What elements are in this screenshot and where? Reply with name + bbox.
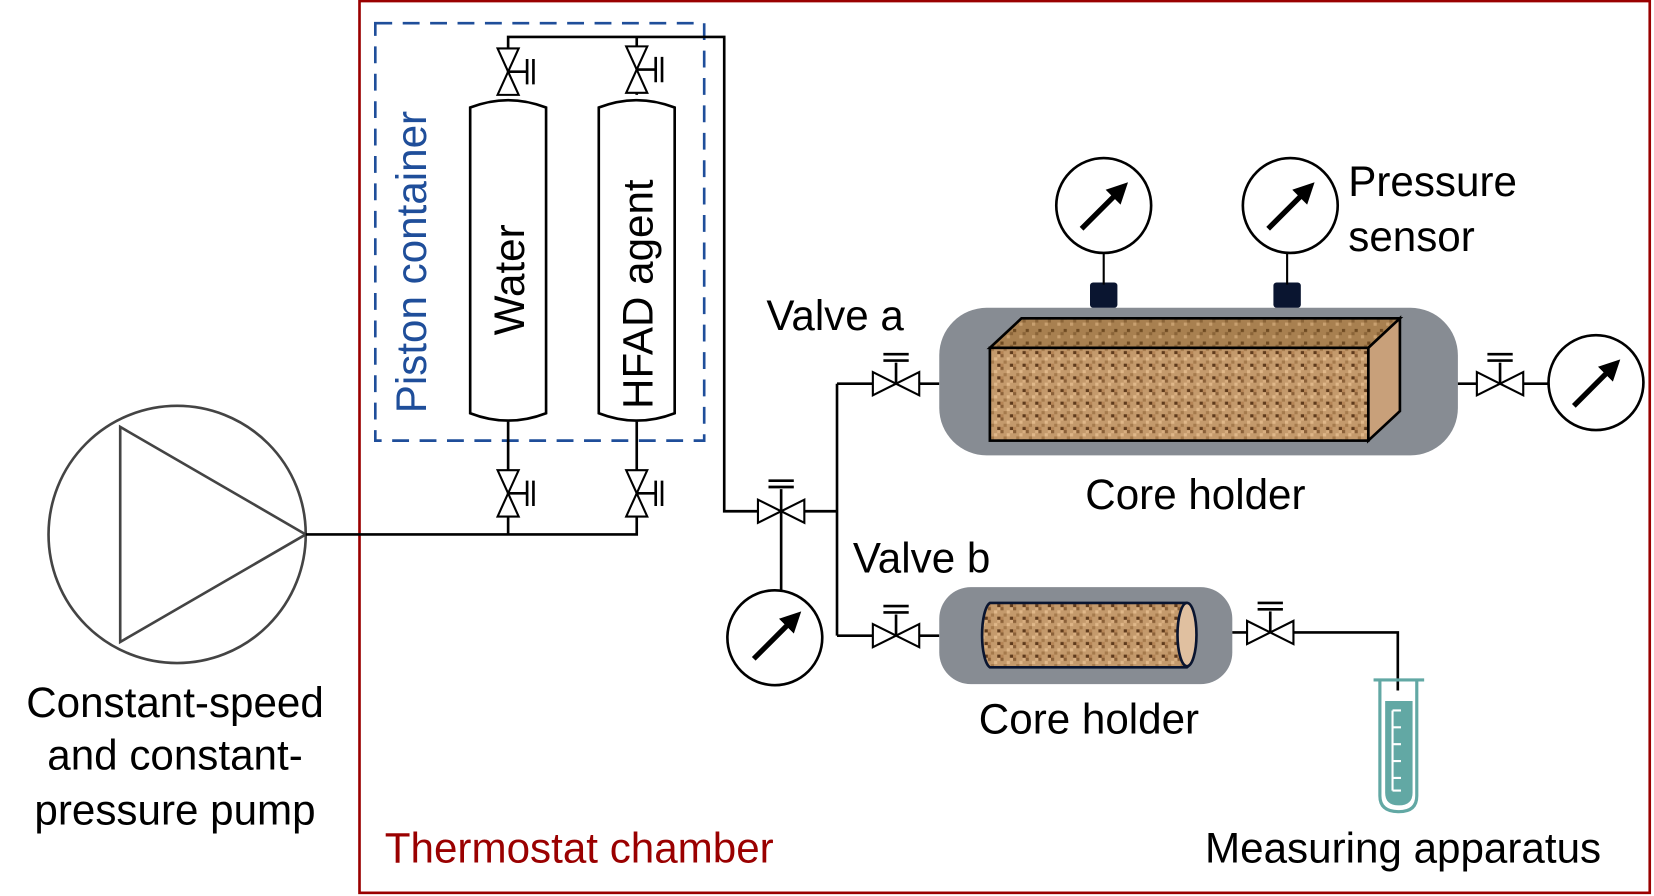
pressure-gauge-inlet-icon bbox=[726, 588, 824, 687]
pressure-sensor-2-icon bbox=[1241, 156, 1340, 308]
valve-hfad-bottom[interactable] bbox=[624, 469, 664, 518]
valve-water-top[interactable] bbox=[495, 47, 535, 96]
valve-a[interactable] bbox=[871, 352, 921, 397]
core-holder-top-label: Core holder bbox=[1085, 471, 1305, 518]
valve-outlet-top[interactable] bbox=[1475, 352, 1525, 397]
core-top-face bbox=[986, 317, 1404, 350]
valve-outlet-bottom[interactable] bbox=[1246, 601, 1295, 646]
piston-container-border bbox=[373, 21, 706, 442]
pipe-outlet-bottom bbox=[1232, 631, 1400, 691]
pressure-sensor-1-icon bbox=[1054, 156, 1153, 308]
tank-hfad bbox=[597, 98, 676, 422]
pressure-gauge-outlet-icon bbox=[1547, 333, 1645, 432]
pump-label-line2: and constant- bbox=[47, 732, 302, 779]
thermostat-chamber-label: Thermostat chamber bbox=[385, 824, 774, 871]
pump-triangle-icon bbox=[118, 424, 309, 645]
pump-label-line1: Constant-speed bbox=[26, 679, 324, 726]
core-cylinder-end bbox=[1176, 601, 1198, 668]
valve-b[interactable] bbox=[871, 604, 921, 649]
valve-main[interactable] bbox=[756, 479, 806, 525]
valve-hfad-top[interactable] bbox=[624, 45, 664, 94]
pipe-pump-to-tanks bbox=[305, 495, 639, 536]
measuring-apparatus-label: Measuring apparatus bbox=[1205, 824, 1601, 871]
core-front-face bbox=[988, 346, 1370, 442]
tank-hfad-label: HFAD agent bbox=[615, 179, 662, 409]
valve-water-bottom[interactable] bbox=[495, 469, 535, 518]
pressure-sensor-label-line2: sensor bbox=[1348, 213, 1475, 260]
valve-a-label: Valve a bbox=[766, 292, 904, 339]
pressure-sensor-label-line1: Pressure bbox=[1348, 158, 1517, 205]
valve-b-label: Valve b bbox=[853, 534, 990, 581]
pump bbox=[47, 404, 309, 665]
pump-label-line3: pressure pump bbox=[34, 786, 315, 833]
tank-water-label: Water bbox=[486, 224, 533, 335]
tank-water bbox=[468, 98, 548, 422]
thermostat-chamber-border bbox=[358, 0, 1652, 895]
core-holder-bottom-label: Core holder bbox=[979, 696, 1199, 743]
core-cylinder bbox=[980, 601, 1197, 669]
pump-circle bbox=[47, 404, 308, 665]
piston-container-label: Piston container bbox=[388, 111, 435, 413]
measuring-tube-icon bbox=[1373, 678, 1425, 814]
